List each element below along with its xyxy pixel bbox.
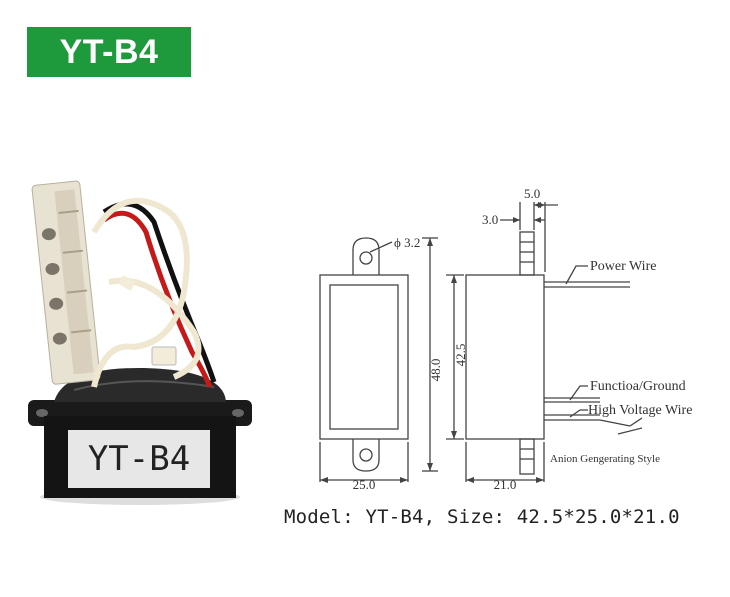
product-photo-label: YT-B4 bbox=[88, 439, 190, 479]
product-photo: YT-B4 bbox=[28, 180, 252, 505]
top-mounting-hole bbox=[359, 251, 373, 265]
power-wire-label: Power Wire bbox=[590, 259, 656, 274]
model-size-caption: Model: YT-B4, Size: 42.5*25.0*21.0 bbox=[284, 506, 680, 528]
technical-drawing: ϕ 3.2 5.0 3.0 48.0 42.5 25.0 21.0 Power … bbox=[319, 186, 692, 492]
anion-style-label: Anion Gengerating Style bbox=[550, 453, 660, 465]
model-badge-label: YT-B4 bbox=[59, 32, 159, 71]
function-ground-label: Functioa/Ground bbox=[590, 379, 686, 394]
front-view-outline bbox=[319, 274, 409, 440]
side-view-outline bbox=[465, 274, 545, 440]
high-voltage-wire-label: High Voltage Wire bbox=[588, 403, 692, 418]
bottom-mounting-tab bbox=[352, 439, 380, 472]
dim-height-outer: 48.0 bbox=[428, 359, 443, 382]
bottom-mounting-hole bbox=[359, 448, 373, 462]
model-badge: YT-B4 bbox=[27, 27, 191, 77]
dim-height-inner: 42.5 bbox=[453, 344, 468, 367]
hole-diameter-label: ϕ 3.2 bbox=[394, 235, 420, 250]
dim-top-total: 5.0 bbox=[524, 186, 540, 201]
front-view-inner bbox=[329, 284, 399, 430]
dim-width-front: 25.0 bbox=[353, 477, 376, 492]
top-mounting-tab bbox=[352, 237, 380, 275]
dim-top-offset: 3.0 bbox=[482, 212, 498, 227]
dim-width-side: 21.0 bbox=[494, 477, 517, 492]
